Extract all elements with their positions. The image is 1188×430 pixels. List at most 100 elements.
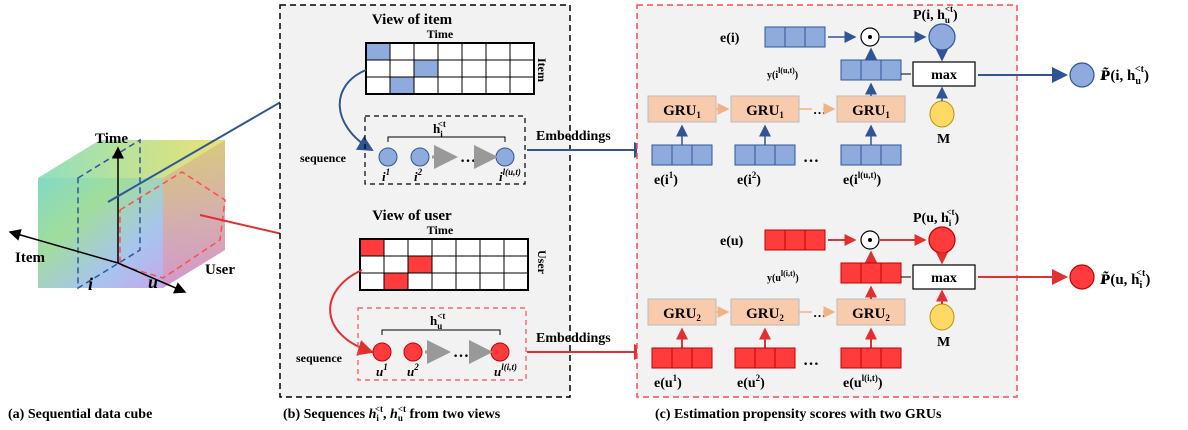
caption-b: (b) Sequences hi<t, hu<t from two views [283,404,501,423]
ellipsis: … [813,305,826,320]
marker-i: i [88,274,93,294]
prior-m-circle [929,303,955,331]
embedding-cell [774,144,796,166]
grid-cell [359,238,385,257]
user-sequence-label: sequence [296,351,343,365]
grid-cell [431,255,457,274]
data-cube: Time Item User i u [8,131,235,294]
propensity-label: P(i, hu<t) [913,4,958,25]
grid-cell [455,255,481,274]
grid-cell [365,76,391,95]
grid-cell [365,59,391,78]
propensity-circle [928,23,956,51]
grid-cell [389,59,415,78]
embedding-cell [860,347,882,369]
item-time-grid [365,42,535,95]
grid-cell [455,238,481,257]
sequence-node [410,147,430,167]
embedding-cell [754,144,776,166]
grid-cell [413,59,439,78]
grid-cell [461,59,487,78]
axis-time-label: Time [95,131,128,147]
embedding-cell [860,59,882,81]
axis-item-label: Item [15,250,45,266]
ellipsis: … [453,344,469,361]
embedding-cell [880,347,902,369]
max-label: max [931,271,957,286]
gru-block-item: e(i)P(i, hu<t)y(il(u,t))maxMGRU1e(i1)GRU… [647,4,976,188]
user-grid-time-label: Time [427,223,454,237]
grid-cell [407,272,433,291]
gru-block-user: e(u)P(u, hi<t)y(ul(i,t))maxMGRU2e(u1)GRU… [647,207,976,391]
embedding-cell [734,347,756,369]
user-h-label: hu<t [430,311,445,331]
grid-border [365,42,535,95]
item-sequence-label: sequence [300,151,347,165]
top-output-label: P̃P(i, hu<t) [1100,64,1149,87]
grid-cell [485,59,511,78]
embedding-cell [860,262,882,284]
user-sequence-box [357,307,527,381]
gru-label: GRU2 [746,306,784,323]
grid-cell [503,255,529,274]
target-embedding-label: e(u) [720,234,744,249]
embedding-cell [784,229,806,251]
embedding-label: e(u2) [737,373,765,391]
grid-cell [437,59,463,78]
gru-label: GRU1 [746,103,784,120]
item-view-title: View of item [372,12,453,28]
grid-cell [437,76,463,95]
grid-cell [431,238,457,257]
axis-user-label: User [205,262,235,278]
embedding-cell [804,229,826,251]
gru-label: GRU1 [852,103,890,120]
svg-text:hu<t: hu<t [430,311,445,331]
svg-text:hi<t: hi<t [433,119,446,139]
sequence-node-label: u1 [376,362,388,379]
grid-cell [461,42,487,61]
grid-cell [413,76,439,95]
embedding-cell [784,26,806,48]
user-embeddings-label: Embeddings [536,331,611,346]
embedding-cell [804,26,826,48]
grid-cell [479,238,505,257]
embedding-cell [754,347,776,369]
embedding-cell [671,347,693,369]
propensity-circle [928,226,956,254]
prior-m-circle [929,100,955,128]
gru-cell [647,95,717,123]
grid-cell [479,272,505,291]
grid-cell [413,42,439,61]
grid-cell [509,42,535,61]
gru-label: GRU2 [852,306,890,323]
bottom-output-circle [1069,264,1095,290]
user-grid-side-label: User [535,250,549,275]
item-sequence-box [364,115,526,185]
target-embedding-label: e(i) [720,31,740,46]
user-time-grid [359,238,529,291]
embedding-cell [860,144,882,166]
dot-product-center [868,238,872,242]
sequence-node [490,342,510,362]
item-embeddings-label: Embeddings [536,129,611,144]
embedding-cell [691,144,713,166]
embedding-label: e(i2) [737,170,761,188]
embedding-cell [880,59,902,81]
max-label: max [931,68,957,83]
grid-cell [503,238,529,257]
grid-cell [485,42,511,61]
embedding-cell [840,262,862,284]
max-box [912,264,976,290]
caption-c: (c) Estimation propensity scores with tw… [655,407,942,422]
prior-m-label: M [937,132,950,147]
grid-cell [503,272,529,291]
embedding-cell [671,144,693,166]
grid-border [359,238,529,291]
gru-cell [836,95,906,123]
grid-cell [383,238,409,257]
grid-cell [461,76,487,95]
embedding-cell [651,144,673,166]
sequence-node [378,147,398,167]
